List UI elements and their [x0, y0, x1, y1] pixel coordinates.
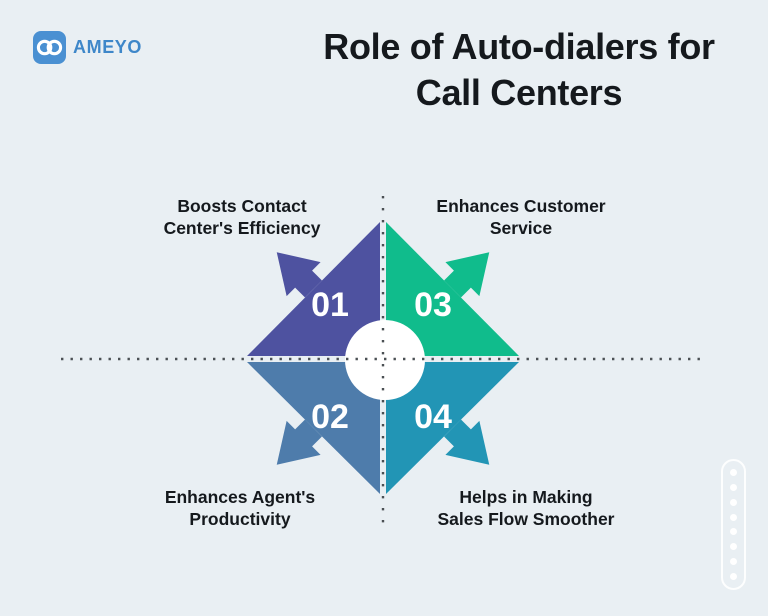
- pill-dot: [730, 528, 737, 536]
- quadrant-01-number: 01: [311, 286, 349, 324]
- pill-dot: [730, 483, 737, 491]
- page-title-line-2: Call Centers: [415, 72, 623, 113]
- label-line: Productivity: [189, 509, 291, 529]
- quadrant-04-number: 04: [414, 398, 452, 436]
- label-line: Boosts Contact: [177, 196, 307, 216]
- brand-logo: AMEYO: [33, 31, 142, 64]
- pill-dot: [730, 513, 737, 521]
- page-title: Role of Auto-dialers for Call Centers: [254, 24, 768, 116]
- label-enhances-agents-productivity: Enhances Agent's Productivity: [110, 486, 370, 530]
- brand-name: AMEYO: [73, 37, 143, 57]
- page-title-line-1: Role of Auto-dialers for: [323, 26, 715, 67]
- label-line: Enhances Agent's: [164, 487, 316, 507]
- label-line: Center's Efficiency: [163, 218, 321, 238]
- quadrant-04: 04: [386, 362, 519, 494]
- label-line: Helps in Making: [459, 487, 593, 507]
- label-helps-sales-flow-smoother: Helps in Making Sales Flow Smoother: [396, 486, 656, 530]
- pill-dot: [730, 543, 737, 551]
- pill-dot: [730, 558, 737, 566]
- quadrant-03-number: 03: [414, 286, 452, 324]
- quadrant-02-number: 02: [311, 398, 349, 436]
- label-boosts-contact-center-efficiency: Boosts Contact Center's Efficiency: [112, 195, 372, 239]
- quadrant-03: 03: [386, 222, 519, 356]
- quadrant-01-arrow-icon: [276, 252, 322, 298]
- quadrant-03-arrow-icon: [444, 252, 490, 298]
- label-enhances-customer-service: Enhances Customer Service: [391, 195, 651, 239]
- quadrant-01-triangle: [247, 222, 380, 356]
- pill-dot: [730, 573, 737, 580]
- quadrant-01: 01: [247, 222, 380, 356]
- label-line: Service: [489, 218, 553, 238]
- label-line: Sales Flow Smoother: [437, 509, 615, 529]
- decorative-dot-pill: [721, 459, 746, 590]
- quadrant-04-arrow-icon: [444, 419, 490, 465]
- pill-dot: [730, 468, 737, 476]
- quadrant-02-arrow-icon: [276, 419, 322, 465]
- pill-dot: [730, 498, 737, 506]
- label-line: Enhances Customer: [436, 196, 606, 216]
- infinity-icon: [33, 31, 66, 64]
- quadrant-02: 02: [247, 362, 380, 494]
